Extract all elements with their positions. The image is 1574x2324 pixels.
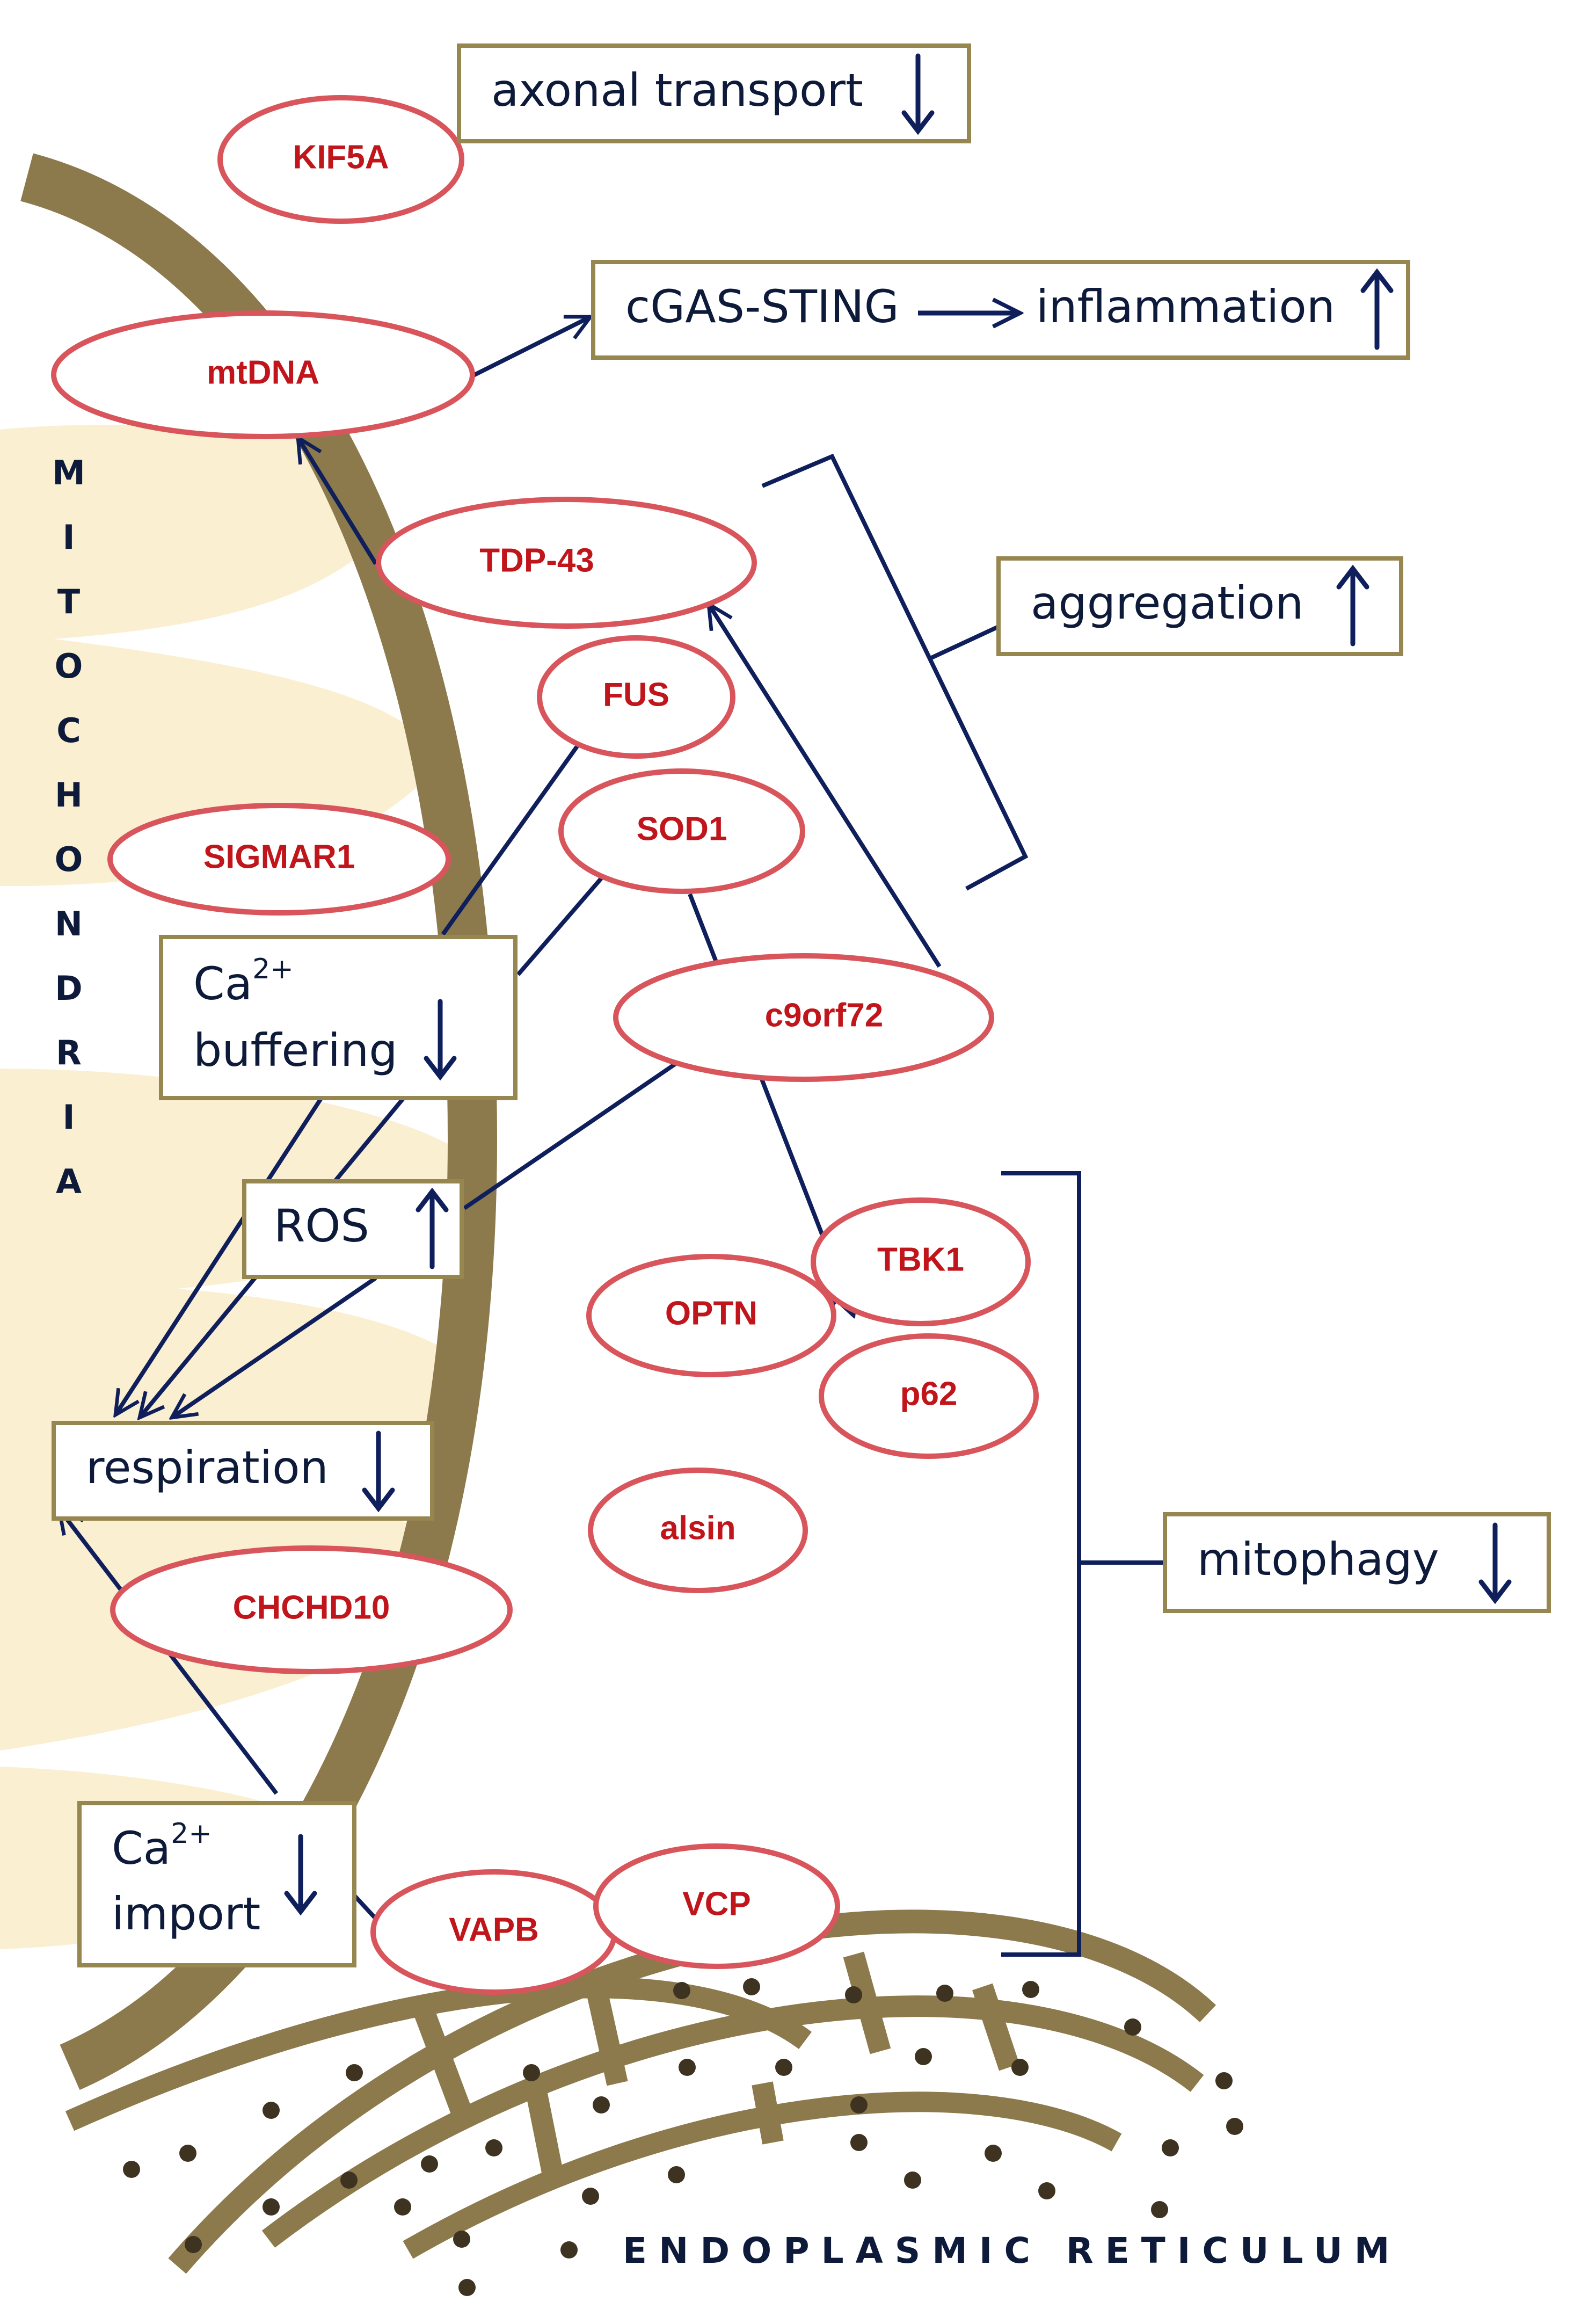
er-label: ENDOPLASMIC RETICULUM: [623, 2230, 1401, 2271]
ca-buffering-down-arrow-icon: [424, 999, 457, 1081]
oval-alsin: alsin: [588, 1468, 808, 1593]
oval-vcp: VCP: [593, 1843, 840, 1969]
oval-optn: OPTN: [586, 1254, 836, 1377]
mitochondria-letter: N: [55, 904, 83, 943]
respiration-down-arrow-icon: [362, 1430, 395, 1513]
mtdna-to-cgas-arrow: [471, 315, 591, 378]
box-ca-buffering: Ca2+ buffering: [159, 935, 518, 1100]
c9orf72-to-tdp43-arrow: [709, 604, 942, 968]
mitochondria-letter: A: [56, 1162, 82, 1201]
sod1-label: SOD1: [637, 810, 727, 847]
sigmar1-label: SIGMAR1: [203, 838, 355, 875]
oval-p62: p62: [819, 1333, 1039, 1459]
arrow-head: [416, 1187, 449, 1212]
c9orf72-label: c9orf72: [765, 997, 884, 1034]
mitochondria-letter: R: [56, 1033, 82, 1072]
ros-up-arrow-icon: [416, 1187, 449, 1269]
mitochondria-letter: I: [62, 1098, 75, 1137]
arrow-head: [1360, 268, 1394, 293]
oval-mtdna: mtDNA: [51, 310, 475, 439]
oval-tdp43: TDP-43: [376, 497, 757, 629]
protein-ovals: KIF5A mtDNA TDP-43 FUS SIGMAR1 SOD1 c9or…: [51, 95, 1039, 1995]
box-respiration: respiration: [52, 1421, 434, 1521]
tdp43-label: TDP-43: [479, 542, 594, 579]
inflammation-label: inflammation: [1036, 280, 1335, 333]
mtdna-label: mtDNA: [207, 354, 319, 391]
box-aggregation: aggregation: [996, 556, 1403, 656]
axonal-transport-label: axonal transport: [491, 64, 863, 117]
aggregation-up-arrow-icon: [1336, 564, 1369, 647]
box-mitophagy: mitophagy: [1163, 1512, 1551, 1613]
ca-buffering-ion: Ca2+: [193, 953, 294, 1010]
oval-sigmar1: SIGMAR1: [107, 803, 451, 916]
oval-sod1: SOD1: [558, 768, 805, 894]
box-axonal-transport: axonal transport: [457, 43, 971, 143]
ros-to-respiration-arrow: [172, 1276, 377, 1418]
ca-import-label: import: [112, 1887, 260, 1940]
mitochondria-letter: C: [56, 711, 81, 750]
p62-label: p62: [900, 1375, 958, 1412]
respiration-label: respiration: [86, 1441, 329, 1494]
vcp-label: VCP: [682, 1885, 750, 1922]
ca-buffering-to-respiration-arrow-1: [115, 1091, 327, 1415]
arrow-head: [1478, 1579, 1512, 1604]
oval-tbk1: TBK1: [811, 1197, 1031, 1326]
arrow-head: [424, 1056, 457, 1081]
aggregation-bracket: [761, 453, 1029, 891]
arrow-head: [362, 1487, 395, 1513]
sod1-to-ca-buffering-line: [516, 874, 606, 976]
fus-label: FUS: [603, 676, 669, 713]
mitochondria-letter: I: [62, 518, 75, 557]
mitophagy-down-arrow-icon: [1478, 1522, 1512, 1604]
mitochondria-letter: O: [55, 840, 83, 879]
mitophagy-label: mitophagy: [1197, 1533, 1439, 1586]
ribosome-dots: [123, 1978, 1243, 2296]
kif5a-label: KIF5A: [293, 139, 389, 176]
mitochondria-letter: H: [55, 775, 83, 815]
box-ros: ROS: [242, 1179, 464, 1279]
aggregation-bracket-stem: [930, 621, 1008, 660]
box-cgas-sting: cGAS-STING inflammation: [591, 260, 1410, 360]
axonal-transport-down-arrow-icon: [901, 53, 935, 135]
aggregation-label: aggregation: [1031, 577, 1303, 629]
c9orf72-to-ros-line: [463, 1061, 678, 1210]
oval-vapb: VAPB: [370, 1869, 617, 1995]
fus-to-ca-buffering-line: [441, 745, 579, 936]
mitochondria-letter: T: [57, 582, 80, 621]
vapb-label: VAPB: [449, 1911, 539, 1948]
arrow-head: [284, 1891, 317, 1916]
tbk1-label: TBK1: [877, 1241, 964, 1278]
box-ca-import: Ca2+ import: [77, 1801, 356, 1967]
inflammation-up-arrow-icon: [1360, 268, 1394, 350]
mitochondria-letter: D: [55, 969, 82, 1008]
tdp43-to-mtdna-arrow: [298, 438, 378, 565]
arrow-head: [901, 110, 935, 135]
arrow-head: [1336, 564, 1369, 590]
ros-label: ROS: [274, 1200, 369, 1252]
alsin-label: alsin: [660, 1509, 735, 1546]
oval-chchd10: CHCHD10: [110, 1545, 513, 1674]
mitochondria-letter: O: [55, 647, 83, 686]
ca-buffering-label: buffering: [193, 1024, 398, 1077]
oval-fus: FUS: [537, 635, 735, 759]
oval-c9orf72: c9orf72: [613, 953, 994, 1082]
chchd10-label: CHCHD10: [233, 1589, 390, 1626]
ca-import-down-arrow-icon: [284, 1834, 317, 1916]
effect-boxes: axonal transport cGAS-STING inflammation…: [52, 43, 1551, 1967]
cgas-sting-label: cGAS-STING: [625, 280, 899, 333]
mitochondria-letter: M: [52, 453, 85, 492]
optn-label: OPTN: [665, 1295, 757, 1332]
oval-kif5a: KIF5A: [217, 95, 464, 224]
ca-import-ion: Ca2+: [112, 1818, 212, 1875]
